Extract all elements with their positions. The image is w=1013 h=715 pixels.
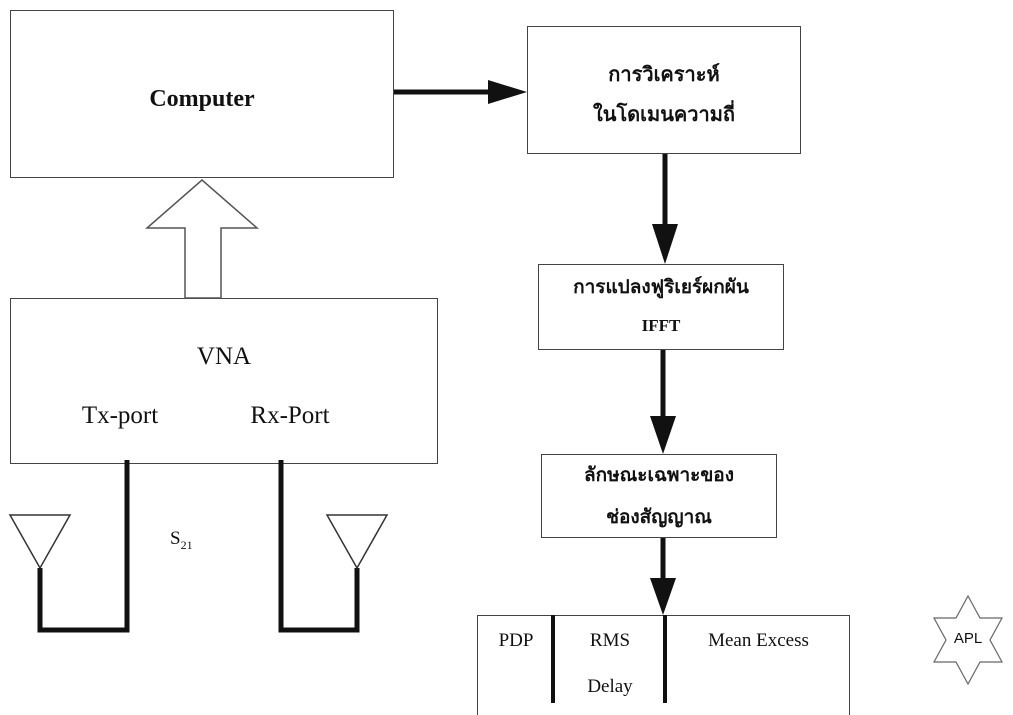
rms-cell-line2: Delay: [587, 676, 633, 697]
ifft-line2: IFFT: [641, 316, 681, 335]
s21-label: S21: [170, 528, 193, 552]
pdp-cell: PDP: [498, 630, 534, 651]
rx-antenna-icon: [325, 514, 389, 570]
apl-logo-text: APL: [953, 630, 983, 647]
rms-cell-line1: RMS: [589, 630, 631, 651]
ifft-line1: การแปลงฟูริเยร์ผกผัน: [573, 276, 749, 298]
tx-cable: [37, 460, 130, 633]
frequency-analysis-box: [527, 26, 801, 154]
channel-line1: ลักษณะเฉพาะของ: [583, 464, 734, 486]
rx-cable: [278, 460, 360, 633]
computer-label: Computer: [149, 86, 255, 112]
tx-antenna-icon: [8, 514, 72, 570]
arrow-ifft-to-channel: [650, 350, 676, 454]
arrow-channel-to-results: [650, 538, 676, 615]
mean-excess-cell: Mean Excess: [708, 630, 809, 651]
channel-characteristics-box: [541, 454, 777, 538]
frequency-analysis-line1: การวิเคราะห์: [608, 62, 720, 86]
ifft-box: [538, 264, 784, 350]
rx-port-label: Rx-Port: [250, 402, 330, 429]
arrow-analysis-to-ifft: [652, 154, 678, 264]
arrow-computer-to-analysis: [394, 80, 527, 104]
frequency-analysis-line2: ในโดเมนความถี่: [593, 102, 735, 126]
computer-box: [10, 10, 394, 178]
vna-label: VNA: [196, 343, 252, 370]
channel-line2: ช่องสัญญาณ: [606, 506, 712, 528]
tx-port-label: Tx-port: [81, 402, 159, 429]
vna-box: [10, 298, 438, 464]
hollow-arrow-vna-to-computer: [145, 179, 259, 299]
apl-star-logo-icon: [932, 594, 1004, 686]
